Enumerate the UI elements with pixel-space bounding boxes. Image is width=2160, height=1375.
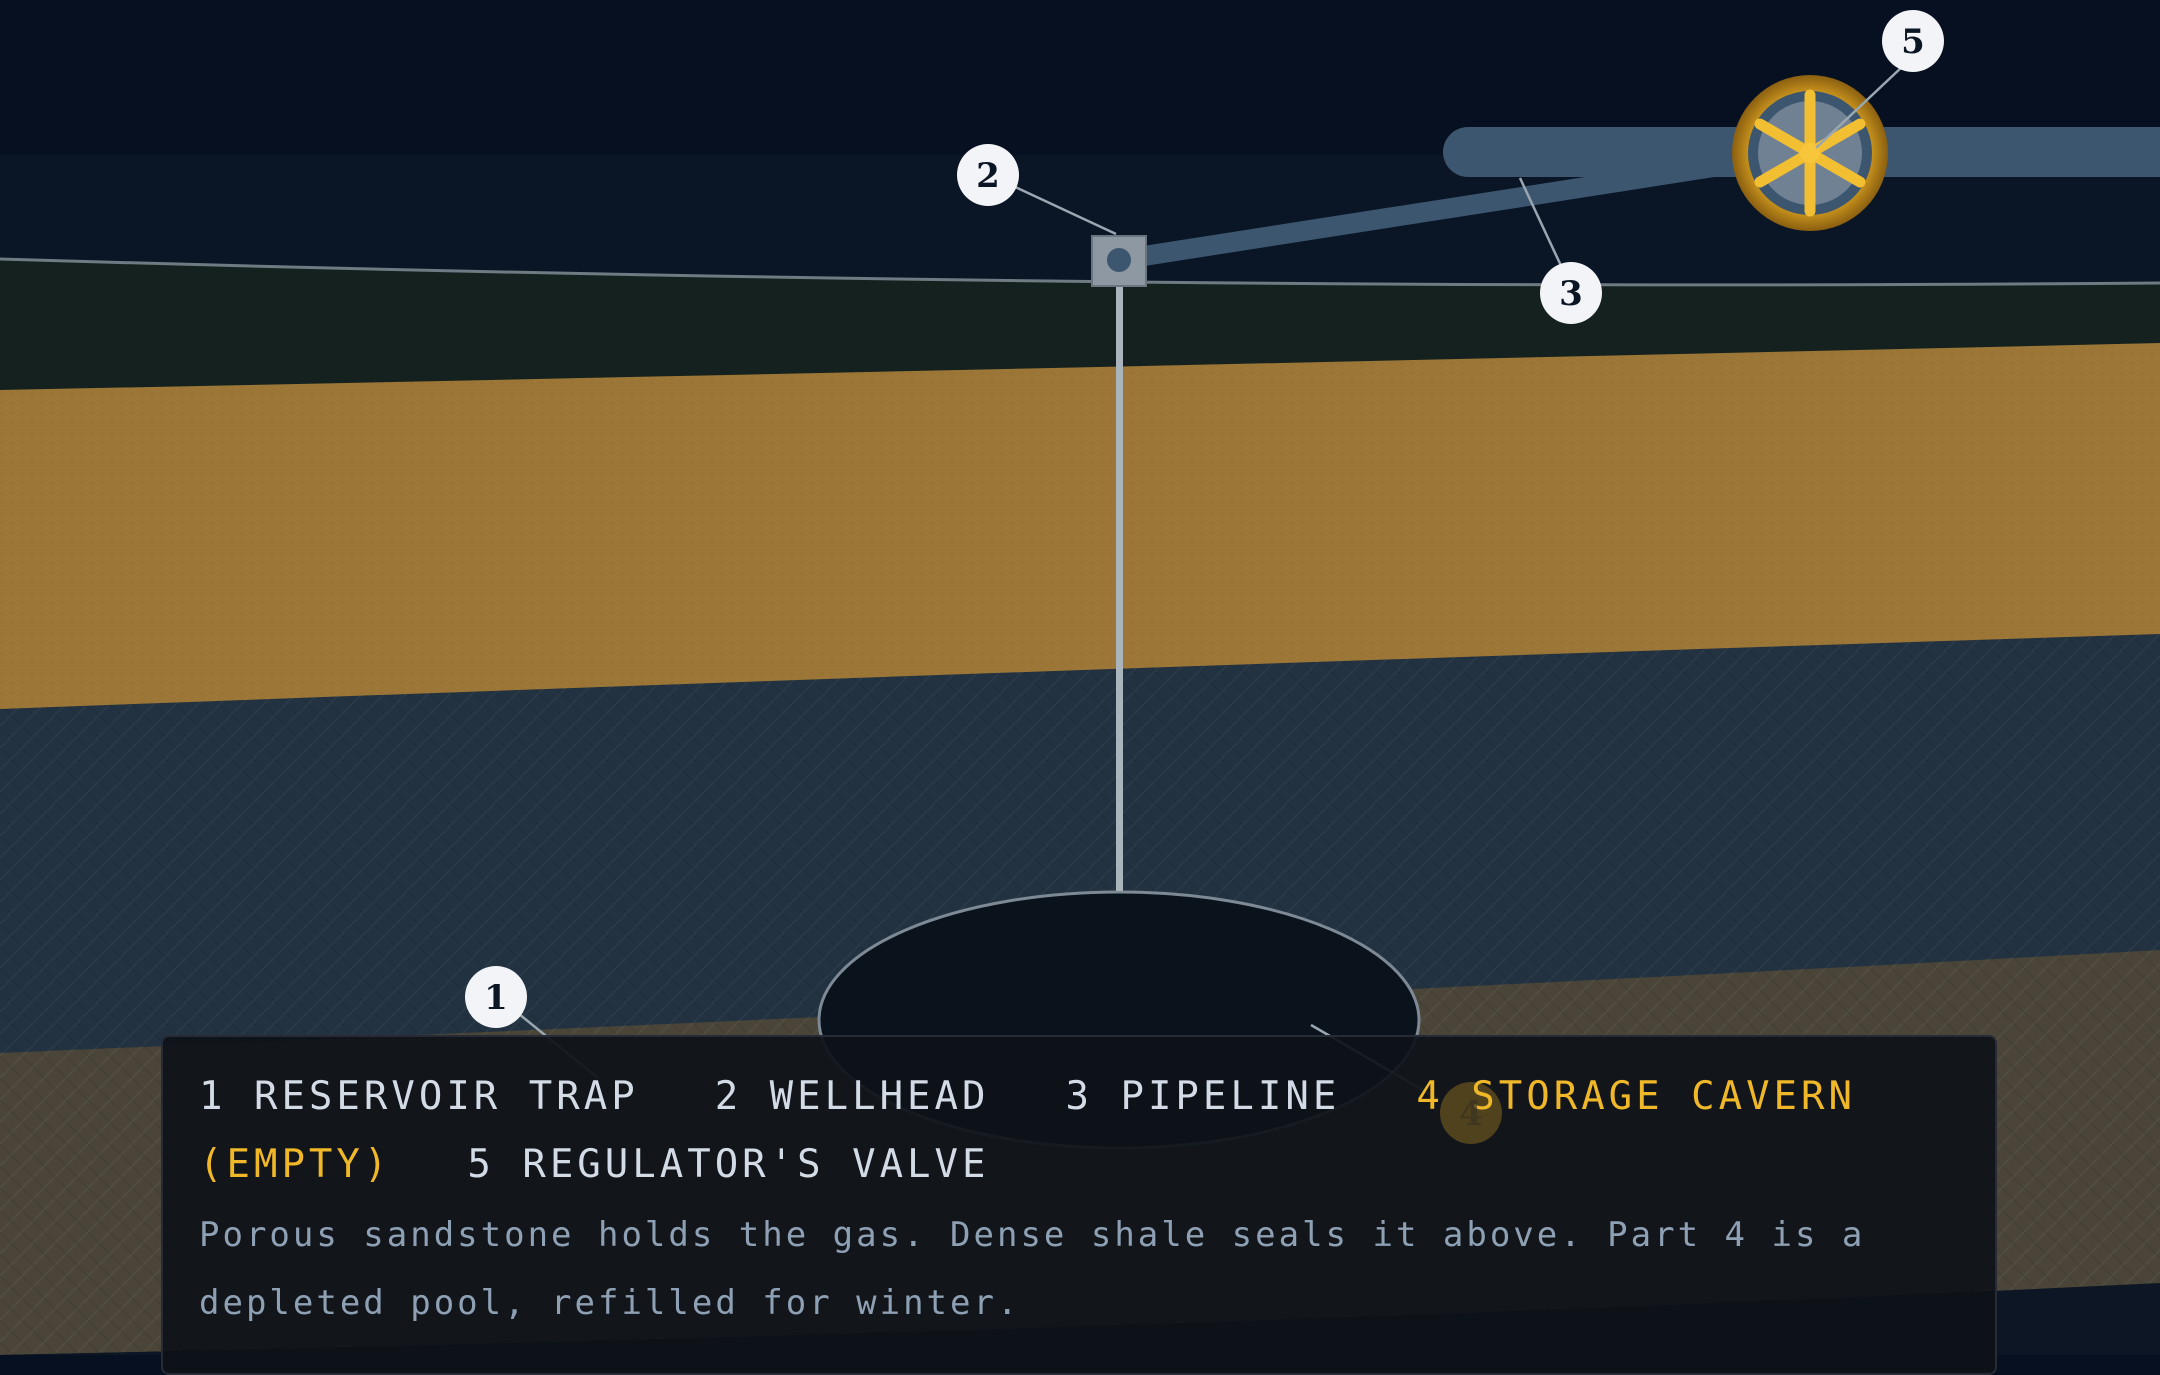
callout-1-label: 1 xyxy=(484,978,508,1018)
valve-wheel-icon[interactable] xyxy=(1732,75,1888,231)
topsoil-layer xyxy=(0,259,2160,392)
pipeline-branch[interactable] xyxy=(1108,156,1730,270)
legend-item-storage-cavern[interactable]: 4 STORAGE CAVERN (EMPTY) xyxy=(199,1074,1856,1187)
callout-3[interactable]: 3 xyxy=(1540,262,1602,324)
callout-5[interactable]: 5 xyxy=(1882,10,1944,72)
callout-2[interactable]: 2 xyxy=(957,144,1019,206)
wellhead-flange xyxy=(1107,248,1131,272)
callout-4[interactable]: 4 xyxy=(1431,1073,1511,1153)
shale-texture xyxy=(0,634,2160,1055)
leader-line-2 xyxy=(1012,184,1117,236)
leader-line-3 xyxy=(1518,177,1565,271)
legend-item-wellhead[interactable]: 2 WELLHEAD xyxy=(714,1074,990,1119)
sandstone-texture xyxy=(0,343,2160,711)
leader-line-5 xyxy=(1815,65,1904,149)
well-bore xyxy=(1116,275,1123,891)
legend-item-regulator-valve[interactable]: 5 REGULATOR'S VALVE xyxy=(467,1142,990,1187)
callout-3-label: 3 xyxy=(1559,274,1583,314)
legend-item-reservoir-trap[interactable]: 1 RESERVOIR TRAP xyxy=(199,1074,639,1119)
callout-4-label: 4 xyxy=(1459,1094,1483,1134)
callout-2-label: 2 xyxy=(976,156,1000,196)
ground-surface-line xyxy=(0,257,2160,287)
callout-1[interactable]: 1 xyxy=(465,966,527,1028)
legend-item-pipeline[interactable]: 3 PIPELINE xyxy=(1065,1074,1341,1119)
legend-description: Porous sandstone holds the gas. Dense sh… xyxy=(199,1215,1866,1323)
callout-5-label: 5 xyxy=(1901,22,1925,62)
